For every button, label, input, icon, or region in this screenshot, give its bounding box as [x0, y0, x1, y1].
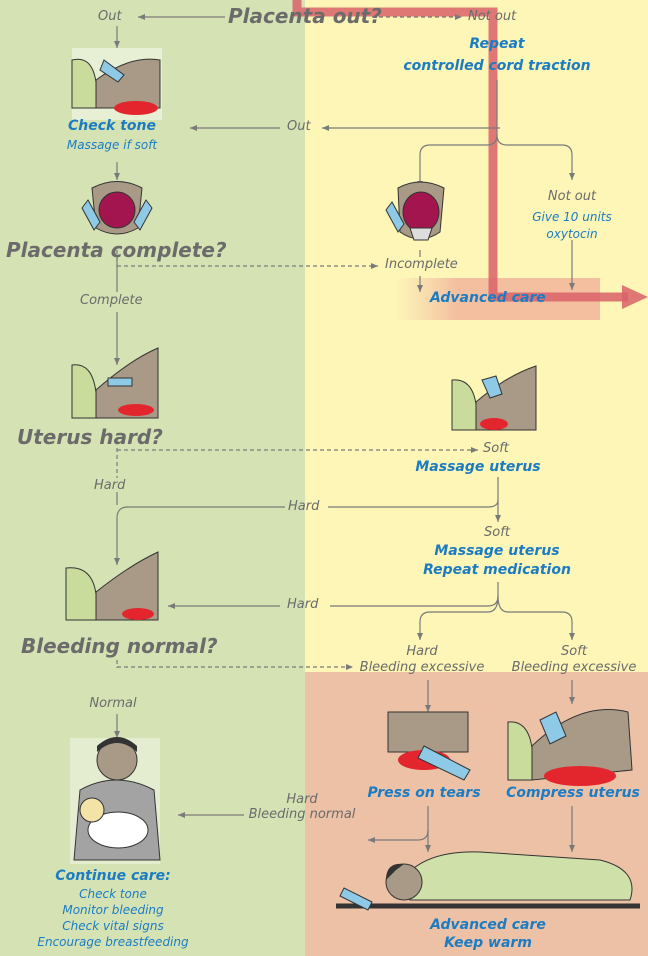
label-hard: Hard	[287, 597, 318, 612]
action-give-oxytocin: Give 10 units	[532, 210, 612, 224]
uterus-hand-icon	[82, 182, 152, 235]
action-massage-uterus: Massage uterus	[434, 543, 559, 559]
continue-care-item: Check vital signs	[62, 919, 163, 933]
label-out: Out	[98, 9, 122, 24]
action-advanced-care: Advanced care	[430, 917, 546, 933]
action-repeat-medication: Repeat medication	[423, 562, 571, 578]
question-placenta-complete: Placenta complete?	[6, 238, 227, 262]
question-bleeding-normal: Bleeding normal?	[21, 634, 218, 658]
label-soft: Soft	[483, 441, 509, 456]
question-uterus-hard: Uterus hard?	[17, 425, 163, 449]
patient-on-stretcher-icon	[336, 852, 640, 910]
compress-uterus-icon	[508, 710, 632, 786]
action-check-tone: Check tone	[68, 118, 156, 134]
press-tears-icon	[388, 712, 470, 780]
label-hard: Hard	[94, 478, 125, 493]
label-bleeding-excessive: Bleeding excessive	[512, 660, 637, 675]
massage-uterus-icon	[452, 366, 536, 430]
question-placenta-out: Placenta out?	[228, 4, 382, 28]
advanced-care-arrowhead	[622, 285, 648, 309]
action-keep-warm: Keep warm	[444, 935, 532, 951]
label-hard: Hard	[288, 499, 319, 514]
hand-on-abdomen-icon	[72, 348, 158, 418]
label-soft: Soft	[561, 644, 587, 659]
placenta-inspection-icon	[386, 182, 444, 240]
action-compress-uterus: Compress uterus	[506, 785, 640, 801]
continue-care-item: Check tone	[79, 887, 147, 901]
label-out: Out	[287, 119, 311, 134]
action-cord-traction: controlled cord traction	[403, 58, 590, 74]
label-incomplete: Incomplete	[385, 257, 458, 272]
action-massage-if-soft: Massage if soft	[67, 138, 157, 152]
action-oxytocin: oxytocin	[546, 227, 597, 241]
label-not-out: Not out	[468, 9, 516, 24]
action-repeat: Repeat	[469, 36, 524, 52]
label-not-out: Not out	[548, 189, 596, 204]
hand-on-abdomen-icon	[72, 48, 162, 120]
label-soft: Soft	[484, 525, 510, 540]
continue-care-item: Monitor bleeding	[62, 903, 163, 917]
label-normal: Normal	[89, 696, 136, 711]
label-bleeding-normal: Bleeding normal	[249, 807, 356, 822]
label-bleeding-excessive: Bleeding excessive	[360, 660, 485, 675]
continue-care-item: Encourage breastfeeding	[37, 935, 188, 949]
hand-on-abdomen-icon	[66, 552, 158, 620]
action-continue-care: Continue care:	[55, 868, 170, 884]
action-advanced-care: Advanced care	[430, 290, 546, 306]
mother-breastfeeding-icon	[70, 737, 160, 864]
label-hard: Hard	[286, 792, 317, 807]
action-massage-uterus: Massage uterus	[415, 459, 540, 475]
label-complete: Complete	[80, 293, 143, 308]
action-press-on-tears: Press on tears	[367, 785, 480, 801]
label-hard: Hard	[406, 644, 437, 659]
advanced-care-pathway	[297, 0, 628, 297]
